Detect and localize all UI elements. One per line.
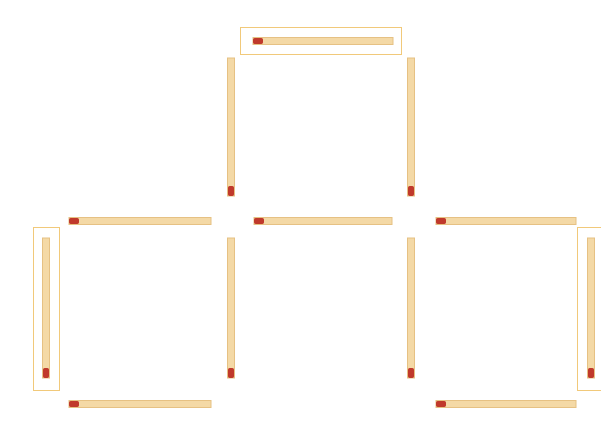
matchstick-top-right[interactable]	[408, 58, 415, 196]
matchstick-body	[436, 401, 576, 408]
matchstick-body	[436, 218, 576, 225]
matchstick-head	[408, 368, 414, 378]
matchstick-right-top[interactable]	[436, 218, 576, 225]
matchstick-head	[228, 368, 234, 378]
highlight-frame-right	[577, 227, 601, 391]
matchstick-right-bottom[interactable]	[436, 401, 576, 408]
matchstick-body	[254, 218, 392, 225]
matchstick-left-bottom[interactable]	[69, 401, 211, 408]
matchstick-middle-left[interactable]	[228, 238, 235, 378]
matchstick-body	[69, 218, 211, 225]
matchstick-head	[436, 401, 446, 407]
matchstick-body	[408, 58, 415, 196]
matchstick-head	[436, 218, 446, 224]
matchstick-left-top[interactable]	[69, 218, 211, 225]
matchstick-head	[228, 186, 234, 196]
matchstick-body	[408, 238, 415, 378]
matchstick-head	[69, 218, 79, 224]
highlight-frame-left	[33, 227, 60, 391]
matchstick-head	[254, 218, 264, 224]
highlight-frame-top	[240, 27, 402, 55]
matchstick-body	[228, 58, 235, 196]
matchstick-middle-top[interactable]	[254, 218, 392, 225]
matchstick-head	[69, 401, 79, 407]
matchstick-body	[69, 401, 211, 408]
matchstick-head	[408, 186, 414, 196]
matchstick-top-left[interactable]	[228, 58, 235, 196]
matchstick-body	[228, 238, 235, 378]
matchstick-middle-right[interactable]	[408, 238, 415, 378]
